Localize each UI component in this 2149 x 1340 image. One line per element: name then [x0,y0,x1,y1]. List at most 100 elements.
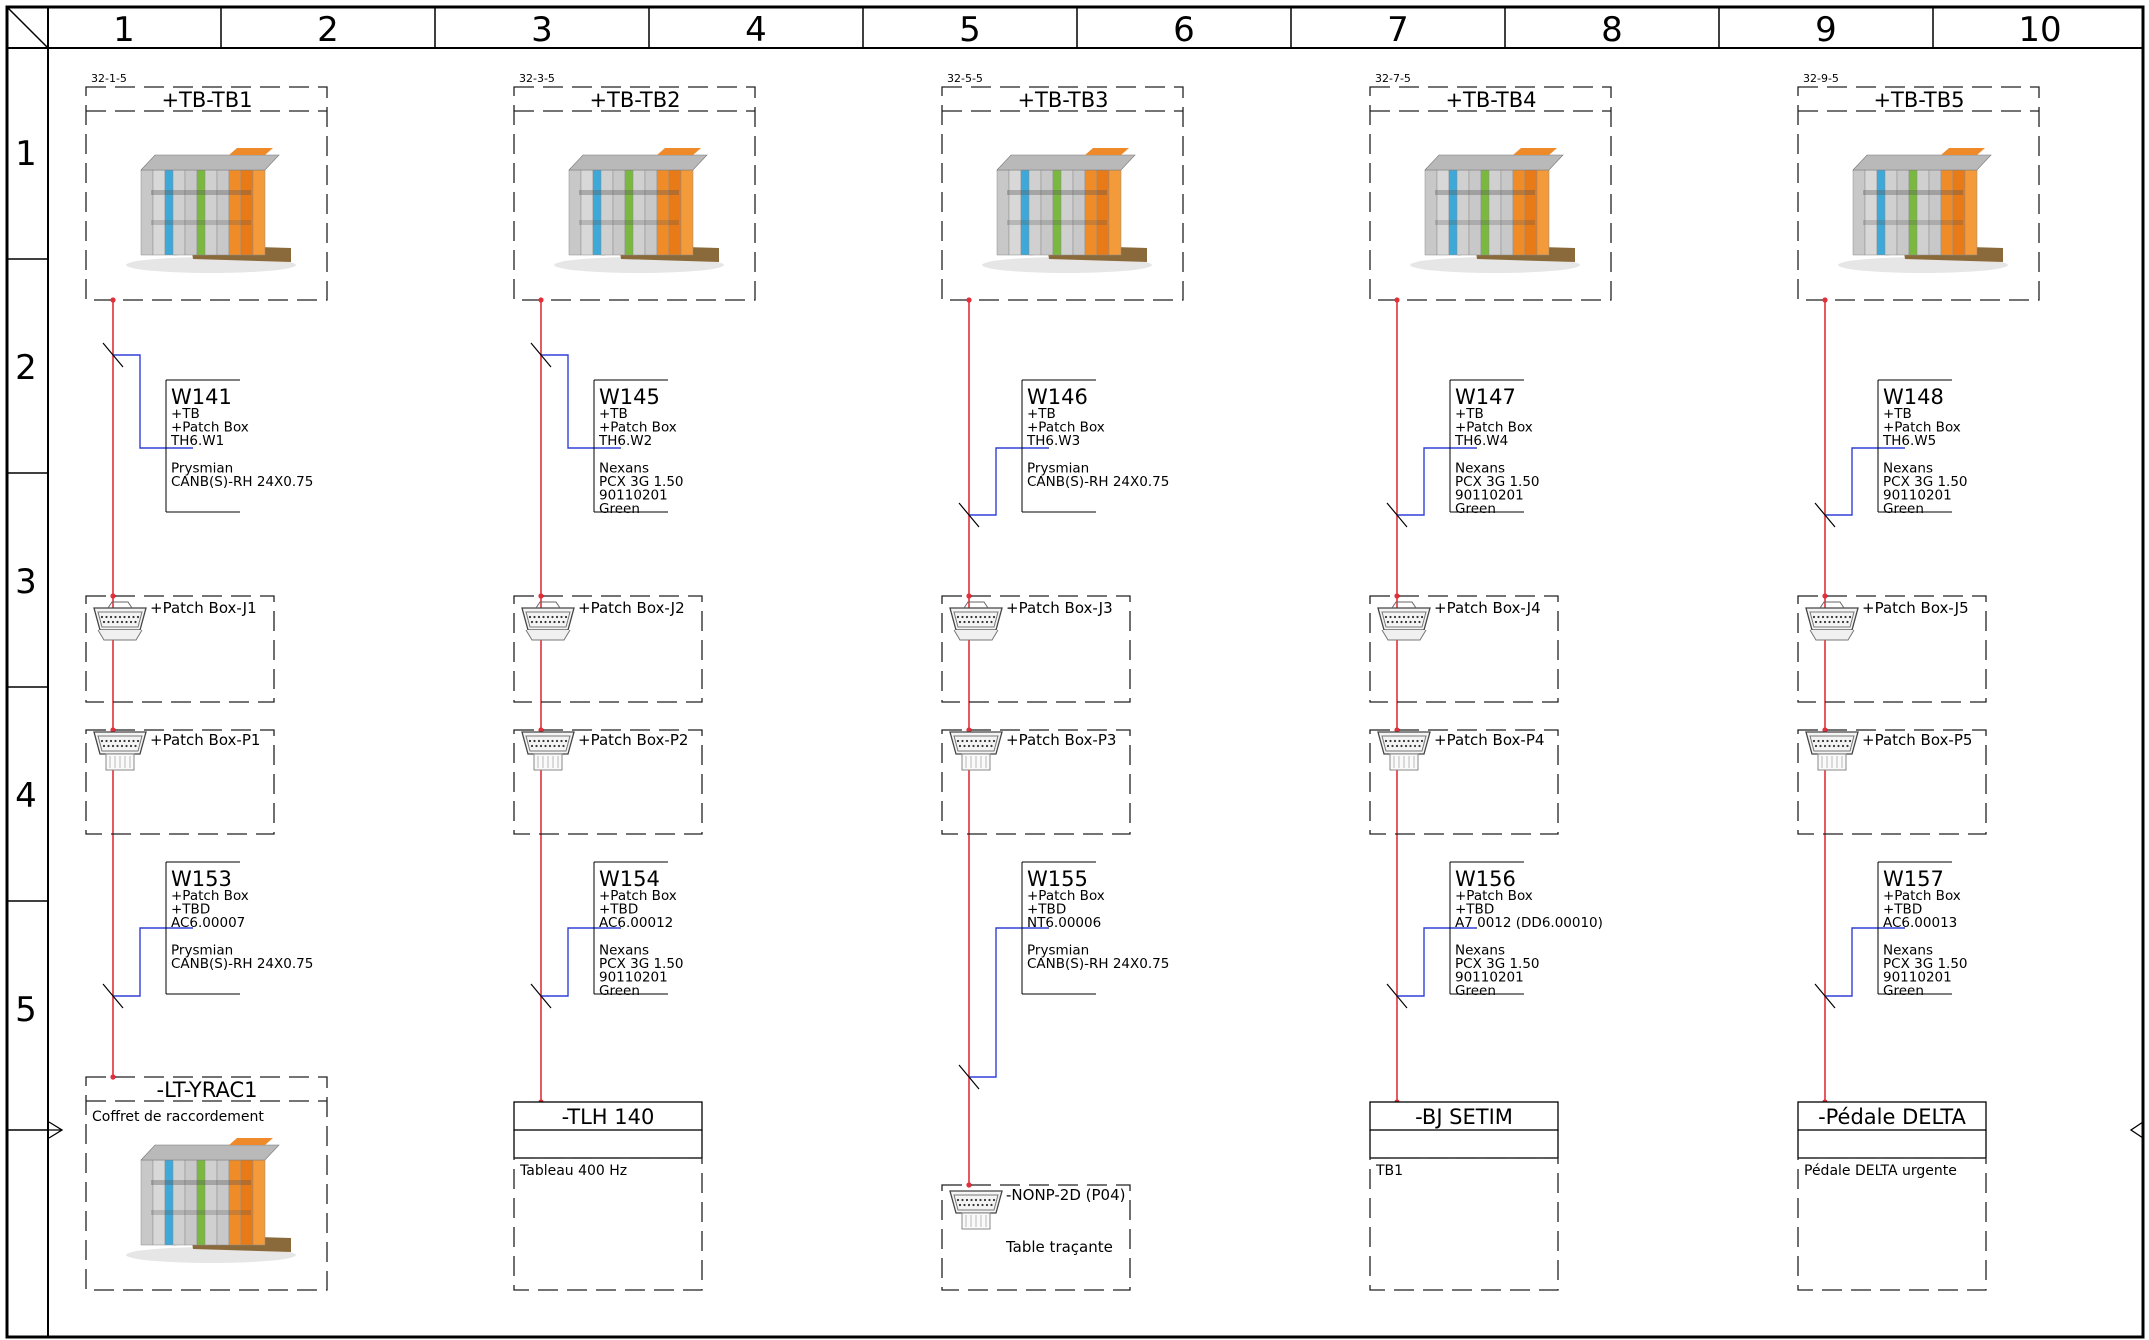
cable-detail: 90110201 [599,970,668,986]
terminal-slice [1964,169,1978,256]
terminal-slice [1500,169,1514,256]
connector-hood [963,601,989,609]
connector-pin [1420,615,1424,619]
terminal-slice [1864,169,1878,256]
connector-pin [979,739,982,743]
connector-pin [961,1198,964,1202]
column-number: 4 [745,10,767,50]
connector-pin [1812,739,1816,743]
terminal-slice [1072,169,1086,256]
connector-pin [1407,615,1410,619]
cable-detail: PCX 3G 1.50 [1883,474,1968,490]
connector-pin [958,1203,962,1207]
wire-node [966,297,972,303]
connector-pin [551,615,554,619]
terminal-slice [612,169,626,256]
cable-detail: 90110201 [1883,970,1952,986]
connector-pin [1830,739,1834,743]
connector-pin [136,739,140,743]
column-number: 3 [531,10,553,50]
cable-detail: +TB [599,406,628,422]
connector-pin [100,615,104,619]
connector-pin [1393,615,1397,619]
connector-hood [1391,601,1417,609]
connector-pin [105,615,108,619]
jack-frame [1369,595,1559,703]
terminal-block-icon [1410,148,1580,273]
terminal-slice [228,1159,242,1246]
connector-pin [1844,739,1847,743]
terminal-slice [1456,169,1470,256]
connector-pin [979,1198,982,1202]
terminal-block-tag: +TB-TB1 [161,88,252,112]
terminal-slice [216,169,230,256]
cable-detail: Prysmian [171,460,233,476]
connector-pin [1828,744,1831,748]
connector-pin [956,1198,960,1202]
target-tag: -TLH 140 [562,1105,655,1129]
plug-frame [513,729,703,835]
connector-hood [107,601,133,609]
connector-pin [102,620,106,624]
connector-skirt [97,629,143,641]
terminal-top [1424,154,1564,171]
cable-detail: AC6.00007 [171,915,245,931]
cable-detail: +Patch Box [599,888,677,904]
terminal-lever [1085,148,1129,155]
connector-pin [1821,615,1825,619]
cable-detail: PCX 3G 1.50 [1455,474,1540,490]
target-frame [513,1157,703,1291]
target-description: TB1 [1375,1163,1403,1179]
cable-label-bottom: W155+Patch Box+TBDNT6.00006PrysmianCANB(… [1021,861,1169,995]
connector-shell [521,731,575,755]
cable-name: W156 [1455,867,1516,891]
connector-pin [988,615,991,619]
connector-pin [1384,739,1388,743]
connector-pin [134,620,137,624]
terminal-slice [252,1159,266,1246]
cable-detail: CANB(S)-RH 24X0.75 [1027,956,1169,972]
connector-pin [985,620,989,624]
connector-inner [1809,611,1855,628]
target-device: -NONP-2D (P04)Table traçante [941,1184,1131,1291]
terminal-slice [1488,169,1502,256]
column-number: 5 [959,10,981,50]
terminal-slice [140,1159,154,1246]
db-connector-female-icon [949,601,1003,641]
cable-detail: 90110201 [1883,488,1952,504]
connector-pin [985,744,989,748]
column-number: 1 [113,10,135,50]
jack-tag: +Patch Box-J2 [578,599,685,617]
connector-pin [105,739,108,743]
connector-pin [1841,620,1845,624]
terminal-slice [1028,169,1042,256]
connector-pin [1819,620,1822,624]
cable-slash [530,342,552,368]
terminal-slice [1468,169,1482,256]
row-number: 4 [15,776,37,816]
terminal-slice [204,1159,218,1246]
connector-pin [548,744,552,748]
cable-detail: PCX 3G 1.50 [599,956,684,972]
cable-slash [958,502,980,528]
cable-detail: Green [1883,983,1924,999]
cable-detail: Green [1883,501,1924,517]
cable-detail: Nexans [1883,942,1933,958]
terminal-slice [172,169,186,256]
connector-pin [1391,744,1394,748]
cable-slash [102,342,124,368]
wire-node [1822,297,1828,303]
terminal-block-icon [126,148,296,273]
connector-pin [1407,739,1410,743]
column-number: 7 [1387,10,1409,50]
wire-node [1822,727,1828,733]
connector-inner [953,735,999,752]
column-number: 2 [317,10,339,50]
connector-pin [967,744,971,748]
connector-pin [1844,615,1847,619]
terminal-top [140,1144,280,1161]
connector-pin [116,744,119,748]
cable-detail: Green [1455,983,1496,999]
cable-detail: Nexans [1883,460,1933,476]
